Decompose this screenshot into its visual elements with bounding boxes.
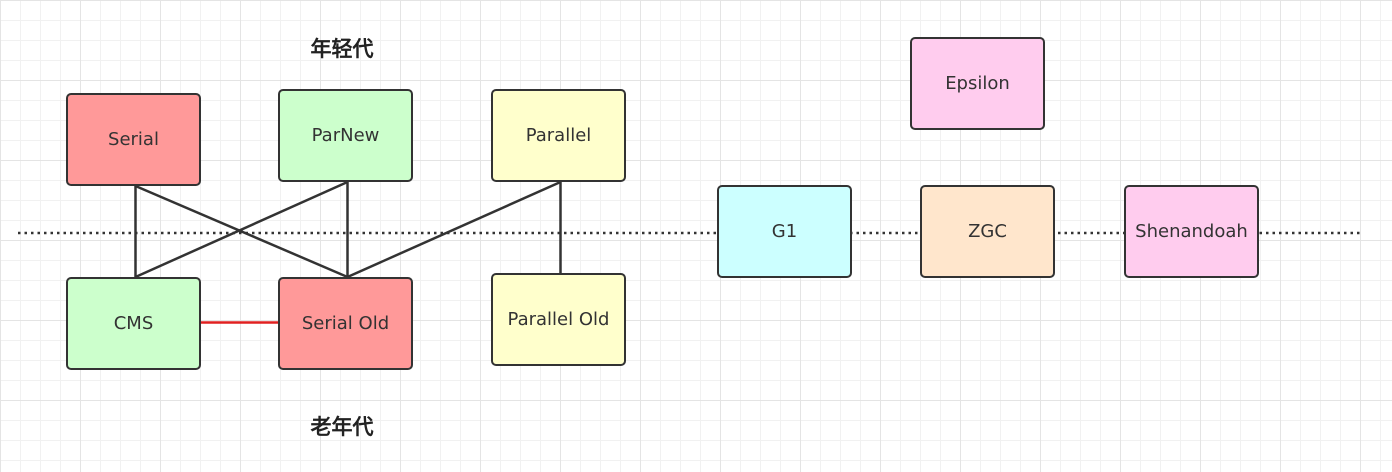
parallel-old-node: Parallel Old xyxy=(491,273,626,366)
epsilon-node: Epsilon xyxy=(910,37,1045,130)
g1-node: G1 xyxy=(717,185,852,278)
cms-node: CMS xyxy=(66,277,201,370)
connector-parallel-serial_old xyxy=(346,180,562,279)
serial-node: Serial xyxy=(66,93,201,186)
old-generation-label: 老年代 xyxy=(310,415,374,439)
connector-parnew-cms xyxy=(134,180,349,279)
zgc-node: ZGC xyxy=(920,185,1055,278)
connector-serial-serial_old xyxy=(135,184,348,279)
young-generation-label: 年轻代 xyxy=(310,37,374,61)
serial-old-node: Serial Old xyxy=(278,277,413,370)
parallel-node: Parallel xyxy=(491,89,626,182)
shenandoah-node: Shenandoah xyxy=(1124,185,1259,278)
parnew-node: ParNew xyxy=(278,89,413,182)
connector-group xyxy=(134,180,562,324)
